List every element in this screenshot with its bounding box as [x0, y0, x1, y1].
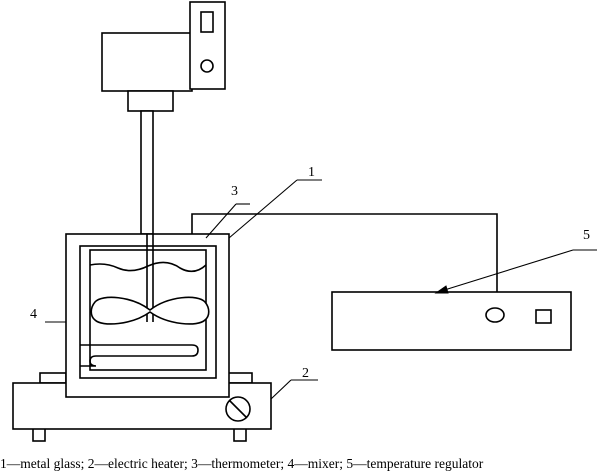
- mixer-blade: [90, 296, 210, 325]
- temperature-regulator: [331, 291, 572, 351]
- heater-knob-icon: [225, 396, 251, 422]
- heater-foot-right: [233, 427, 247, 442]
- leader-line-2: [270, 379, 292, 400]
- motor-control-box: [189, 1, 226, 90]
- leader-line-3: [205, 203, 237, 239]
- regulator-body: [331, 291, 572, 351]
- thermometer: [191, 213, 498, 300]
- heater-knob-mark: [228, 399, 248, 419]
- heater-top-step-right: [227, 372, 253, 384]
- mixer-shaft-upper: [140, 110, 154, 235]
- leader-arrow-5-icon: [434, 285, 449, 294]
- heater-top-step-left: [39, 372, 67, 384]
- label-mixer: 4: [30, 307, 37, 322]
- regulator-knob-icon: [485, 307, 505, 323]
- thermometer-probe: [191, 213, 498, 300]
- figure-caption: 1—metal glass; 2—electric heater; 3—ther…: [0, 456, 484, 471]
- vessel-inner-wall: [79, 245, 217, 379]
- motor-assembly: [101, 1, 226, 235]
- regulator-display-icon: [535, 309, 552, 324]
- metal-glass-vessel: [65, 233, 230, 398]
- leader-line-5: [437, 249, 574, 293]
- heating-coil: [80, 344, 199, 367]
- leader-line-1: [228, 179, 298, 239]
- motor-switch-icon: [200, 11, 214, 33]
- liquid-surface: [89, 261, 207, 273]
- label-metal-glass: 1: [308, 165, 315, 180]
- label-temperature-regulator: 5: [583, 228, 590, 243]
- heater-foot-left: [32, 427, 46, 442]
- motor-coupling: [127, 90, 174, 112]
- label-thermometer: 3: [231, 184, 238, 199]
- motor-housing: [101, 32, 193, 92]
- label-electric-heater: 2: [302, 366, 309, 381]
- motor-indicator-icon: [200, 59, 214, 73]
